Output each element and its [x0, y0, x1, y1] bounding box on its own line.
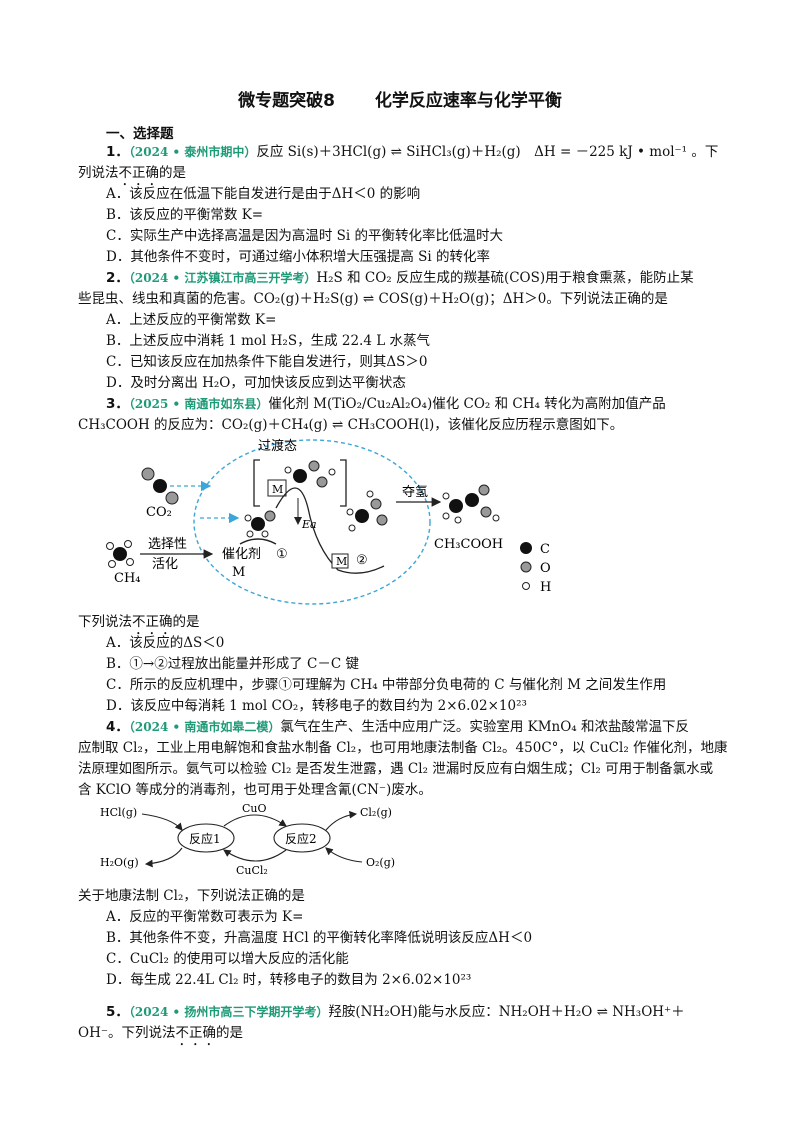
emphasis-not-correct: 不正确: [175, 1025, 216, 1041]
catalyst-site-2: [331, 490, 388, 569]
label-transition-state: 过渡态: [258, 438, 297, 454]
co2-molecule: [141, 467, 179, 505]
label-selective: 选择性: [148, 537, 187, 552]
q1-source: （2024 • 泰州市期中）: [128, 145, 257, 159]
label-o2: O₂(g): [366, 856, 395, 869]
reaction-2-node: [273, 823, 331, 853]
q4-stem-line3: 法原理如图所示。氨气可以检验 Cl₂ 是否发生泄露，遇 Cl₂ 泄漏时反应有白烟…: [78, 761, 714, 777]
title-part-2: 化学反应速率与化学平衡: [374, 91, 562, 111]
q2-option-d: D．及时分离出 H₂O，可加快该反应到达平衡状态: [106, 375, 406, 391]
q3-stem-line2: CH₃COOH 的反应为：CO₂(g)＋CH₄(g) ⇌ CH₃COOH(l)，…: [78, 417, 624, 433]
legend-h: H: [540, 580, 551, 595]
q4-source: （2024 • 南通市如皋二模）: [128, 720, 281, 734]
q3-option-d: D．该反应中每消耗 1 mol CO₂，转移电子的数目约为 2×6.02×10²…: [106, 698, 527, 714]
q3-option-c: C．所示的反应机理中，步骤①可理解为 CH₄ 中带部分负电荷的 C 与催化剂 M…: [106, 677, 667, 693]
q1-option-a: A．该反应在低温下能自发进行是由于ΔH＜0 的影响: [106, 186, 421, 202]
catalyst-site-1: [239, 510, 277, 545]
q3-option-a: A．该反应的ΔS＜0: [106, 635, 225, 651]
legend-c: C: [540, 542, 550, 557]
q3-option-b: B．①→②过程放出能量并形成了 C－C 键: [106, 656, 359, 672]
q4-option-d: D．每生成 22.4L Cl₂ 时，转移电子的数目为 2×6.02×10²³: [106, 972, 472, 988]
page-title: 微专题突破8 化学反应速率与化学平衡: [0, 86, 800, 111]
reaction-1-node: [177, 823, 235, 853]
section-heading: 一、选择题: [106, 126, 174, 142]
label-ch4: CH₄: [114, 571, 141, 586]
q4-stem-line4: 含 KClO 等成分的消毒剂，也可用于处理含氰(CN⁻)废水。: [78, 782, 432, 798]
emphasis-not-correct: 不正确: [132, 614, 173, 630]
q5-source: （2024 • 扬州市高三下学期开学考）: [128, 1005, 329, 1019]
label-hcl: HCl(g): [100, 806, 137, 819]
q2-stem-line2: 些昆虫、线虫和真菌的危害。CO₂(g)＋H₂S(g) ⇌ COS(g)＋H₂O(…: [78, 291, 668, 307]
q2-option-c: C．已知该反应在加热条件下能自发进行，则其ΔS＞0: [106, 354, 428, 370]
q1-option-b: B．该反应的平衡常数 K=: [106, 207, 264, 223]
q4-stem: 4．（2024 • 南通市如皋二模）氯气在生产、生活中应用广泛。实验室用 KMn…: [106, 719, 690, 735]
q4-stem-line2: 应制取 Cl₂，工业上用电解饱和食盐水制备 Cl₂，也可用地康法制备 Cl₂。4…: [78, 740, 728, 756]
deacon-process-figure: 反应1 反应2 CuO CuCl₂ HCl(g) H₂O(g) Cl₂(g) O…: [100, 802, 395, 877]
ch4-molecule: [106, 540, 134, 568]
label-product: CH₃COOH: [434, 537, 503, 552]
transition-state-molecule: [267, 460, 336, 497]
q2-option-a: A．上述反应的平衡常数 K=: [106, 312, 277, 328]
label-m-ts: M: [272, 483, 283, 496]
q5-stem-line2: OH⁻。下列说法不正确的是: [78, 1025, 243, 1041]
q4-question: 关于地康法制 Cl₂，下列说法正确的是: [78, 888, 305, 904]
legend-carbon-marker: [520, 542, 532, 554]
q2-source: （2024 • 江苏镇江市高三开学考）: [128, 271, 317, 285]
q4-option-b: B．其他条件不变，升高温度 HCl 的平衡转化率降低说明该反应ΔH＜0: [106, 930, 533, 946]
q3-stem: 3．（2025 • 南通市如东县）催化剂 M(TiO₂/Cu₂Al₂O₄)催化 …: [106, 396, 666, 412]
q1-option-c: C．实际生产中选择高温是因为高温时 Si 的平衡转化率比低温时大: [106, 228, 503, 244]
q5-stem: 5．（2024 • 扬州市高三下学期开学考）羟胺(NH₂OH)能与水反应：NH₂…: [106, 1004, 685, 1020]
q4-option-a: A．反应的平衡常数可表示为 K=: [106, 909, 304, 925]
q3-question: 下列说法不正确的是: [78, 614, 200, 630]
catalysis-mechanism-figure: CO₂ CH₄ 选择性 活化 催化剂 ① M 过渡态: [106, 438, 551, 605]
emphasis-not-correct: 不正确: [118, 165, 160, 181]
q1-option-d: D．其他条件不变时，可通过缩小体积增大压强提高 Si 的转化率: [106, 249, 490, 265]
title-part-1: 微专题突破8: [238, 91, 335, 111]
label-m-2: M: [336, 555, 347, 568]
q1-stem-line2: 列说法不正确的是: [78, 165, 186, 181]
label-catalyst-m: M: [232, 565, 245, 580]
dashed-catalysis-circle: [193, 439, 431, 605]
legend-hydrogen-marker: [522, 582, 530, 590]
label-ea: Ea: [301, 518, 317, 531]
label-dehydrogenation: 夺氢: [402, 485, 428, 500]
label-cucl2: CuCl₂: [236, 864, 268, 877]
label-cl2: Cl₂(g): [360, 806, 392, 819]
label-catalyst: 催化剂: [222, 547, 261, 562]
legend-o: O: [540, 561, 551, 576]
label-reaction-1: 反应1: [189, 831, 221, 846]
legend-oxygen-marker: [520, 561, 532, 573]
label-h2o: H₂O(g): [100, 856, 139, 869]
q3-source: （2025 • 南通市如东县）: [128, 397, 269, 411]
acetic-acid-molecule: [442, 484, 500, 524]
label-reaction-2: 反应2: [285, 831, 317, 846]
label-cuo: CuO: [242, 802, 267, 815]
label-co2: CO₂: [146, 505, 172, 520]
label-step-1: ①: [276, 547, 288, 562]
q4-option-c: C．CuCl₂ 的使用可以增大反应的活化能: [106, 951, 349, 967]
q2-stem: 2．（2024 • 江苏镇江市高三开学考）H₂S 和 CO₂ 反应生成的羰基硫(…: [106, 270, 694, 286]
q1-stem: 1．（2024 • 泰州市期中）反应 Si(s)＋3HCl(g) ⇌ SiHCl…: [106, 144, 719, 160]
label-step-2: ②: [356, 553, 368, 568]
label-activation: 活化: [152, 557, 178, 572]
q2-option-b: B．上述反应中消耗 1 mol H₂S，生成 22.4 L 水蒸气: [106, 333, 430, 349]
